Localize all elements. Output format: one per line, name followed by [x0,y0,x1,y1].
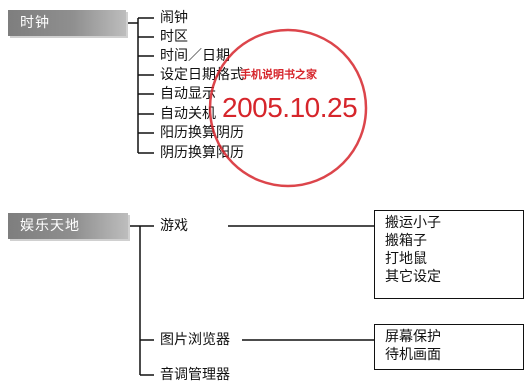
submenu-item-standby-screen[interactable]: 待机画面 [385,347,441,363]
menu-item-auto-display[interactable]: 自动显示 [160,86,216,102]
stamp-date-text: 2005.10.25 [222,92,358,123]
menu-item-alarm[interactable]: 闹钟 [160,10,188,26]
submenu-item-screensaver[interactable]: 屏幕保护 [385,329,441,345]
games-submenu-box: 搬运小子 搬箱子 打地鼠 其它设定 [374,210,524,299]
menu-item-image-viewer[interactable]: 图片浏览器 [160,332,230,348]
menu-item-timezone[interactable]: 时区 [160,29,188,45]
section-header-clock: 时钟 [8,10,126,36]
stamp-name-text: 手机说明书之家 [240,68,317,81]
menu-item-solar-to-lunar[interactable]: 阳历换算阴历 [160,125,244,141]
image-viewer-submenu-box: 屏幕保护 待机画面 [374,324,524,370]
menu-item-tone-manager[interactable]: 音调管理器 [160,367,230,383]
menu-item-date-format[interactable]: 设定日期格式 [160,67,244,83]
menu-item-games[interactable]: 游戏 [160,218,188,234]
menu-item-lunar-to-solar[interactable]: 阴历换算阳历 [160,145,244,161]
submenu-item-box-mover[interactable]: 搬运小子 [385,215,441,231]
submenu-item-other-settings[interactable]: 其它设定 [385,269,441,285]
menu-item-time-date[interactable]: 时间／日期 [160,48,230,64]
section-header-entertainment: 娱乐天地 [8,213,128,239]
submenu-item-whack-a-mole[interactable]: 打地鼠 [385,251,427,267]
submenu-item-sokoban[interactable]: 搬箱子 [385,233,427,249]
menu-item-auto-shutdown[interactable]: 自动关机 [160,106,216,122]
